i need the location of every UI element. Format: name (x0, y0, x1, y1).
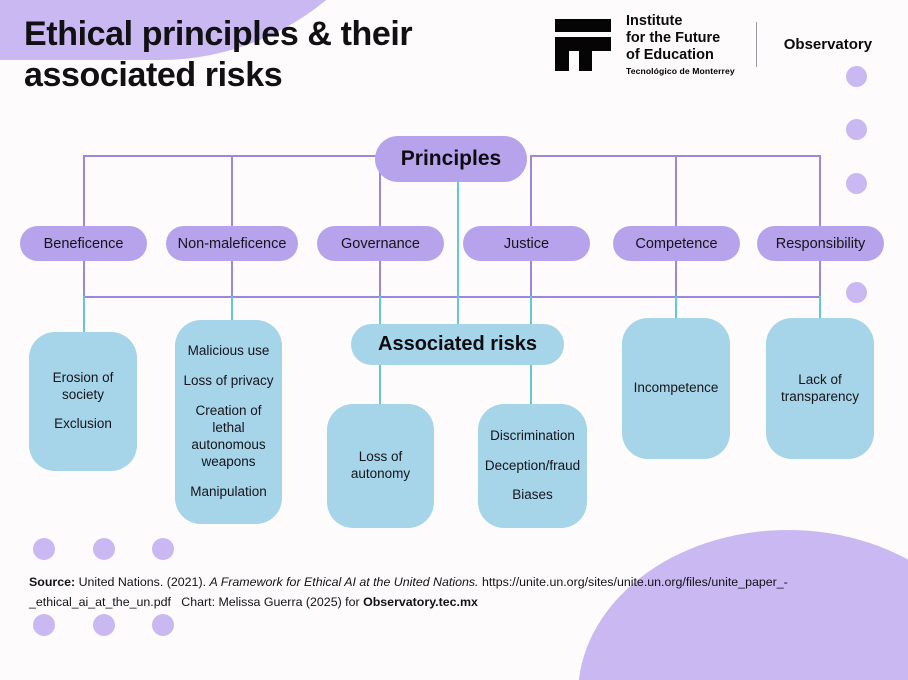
brand-link[interactable]: Observatory.tec.mx (363, 595, 478, 610)
source-label: Source: (29, 575, 76, 589)
ifе-logo-mark-icon (553, 18, 613, 72)
logo-line-3: of Education (626, 47, 714, 64)
connector-to-competence (675, 155, 677, 227)
risk-box-non-maleficence[interactable]: Malicious use Loss of privacy Creation o… (175, 320, 282, 524)
risk-item: Creation of lethal autonomous weapons (191, 403, 266, 469)
connector-risk-competence (675, 296, 677, 318)
decorative-dot (93, 538, 115, 560)
connector-risk-non-maleficence (231, 296, 233, 320)
risk-item: Lack of transparency (780, 371, 860, 404)
page-title: Ethical principles & their associated ri… (24, 15, 413, 95)
risk-item: Loss of privacy (183, 373, 274, 389)
risk-item: Incompetence (633, 380, 719, 396)
connector-principles-to-risks (457, 180, 459, 324)
risk-box-competence[interactable]: Incompetence (622, 318, 730, 459)
connector-to-responsibility (819, 155, 821, 227)
decorative-dot (33, 538, 55, 560)
connector-justice-down (530, 260, 532, 298)
decorative-dot (93, 614, 115, 636)
risk-item: Erosion of society (52, 369, 114, 402)
decorative-dot (152, 614, 174, 636)
risk-box-governance[interactable]: Loss of autonomy (327, 404, 434, 528)
risk-item: Discrimination (490, 427, 575, 443)
risk-item: Exclusion (54, 416, 112, 432)
connector-risk-responsibility (819, 296, 821, 318)
connector-competence-down (675, 260, 677, 298)
logo-text-block: Institute for the Future of Education Te… (626, 13, 735, 76)
decorative-dot (846, 119, 867, 140)
risk-item: Manipulation (190, 483, 267, 499)
risk-item: Biases (512, 487, 553, 503)
logo: Institute for the Future of Education Te… (553, 13, 872, 76)
decorative-dot (152, 538, 174, 560)
risk-item: Loss of autonomy (350, 449, 411, 481)
decorative-dot (33, 614, 55, 636)
node-principle-competence[interactable]: Competence (613, 226, 740, 261)
logo-divider (755, 22, 757, 68)
connector-to-governance (379, 155, 381, 227)
node-principle-beneficence[interactable]: Beneficence (20, 226, 147, 261)
observatory-label: Observatory (783, 36, 873, 54)
connector-responsibility-down (819, 260, 821, 298)
connector-beneficence-down (83, 260, 85, 298)
chart-credit: Chart: Melissa Guerra (2025) for (181, 595, 360, 610)
decorative-dot (846, 173, 867, 194)
risk-item: Malicious use (187, 343, 270, 359)
node-associated-risks[interactable]: Associated risks (351, 324, 564, 365)
source-citation: Source: United Nations. (2021). A Framew… (29, 572, 881, 612)
logo-line-2: for the Future (626, 30, 721, 47)
node-principle-responsibility[interactable]: Responsibility (757, 226, 884, 261)
node-principles[interactable]: Principles (375, 136, 527, 182)
risk-box-beneficence[interactable]: Erosion of society Exclusion (29, 332, 137, 471)
logo-line-1: Institute (626, 13, 683, 29)
logo-subtitle: Tecnológico de Monterrey (626, 66, 735, 77)
risk-item: Deception/fraud (484, 457, 581, 473)
source-url[interactable]: https://unite.un.org/sites/unite.un.org/… (29, 575, 788, 610)
node-principle-non-maleficence[interactable]: Non-maleficence (166, 226, 298, 261)
connector-risk-beneficence (83, 296, 85, 332)
source-publisher: United Nations. (2021). (78, 575, 207, 589)
connector-to-beneficence (83, 155, 85, 227)
source-work-title: A Framework for Ethical AI at the United… (209, 575, 479, 589)
connector-non-maleficence-down (231, 260, 233, 298)
decorative-dot (846, 282, 867, 303)
node-principle-governance[interactable]: Governance (317, 226, 444, 261)
connector-to-justice (530, 155, 532, 227)
risk-box-responsibility[interactable]: Lack of transparency (766, 318, 874, 459)
decorative-dot (846, 66, 867, 87)
connector-to-non-maleficence (231, 155, 233, 227)
connector-governance-down (379, 260, 381, 298)
node-principle-justice[interactable]: Justice (463, 226, 590, 261)
risk-box-justice[interactable]: Discrimination Deception/fraud Biases (478, 404, 587, 528)
connector-bus-bottom (83, 296, 820, 298)
